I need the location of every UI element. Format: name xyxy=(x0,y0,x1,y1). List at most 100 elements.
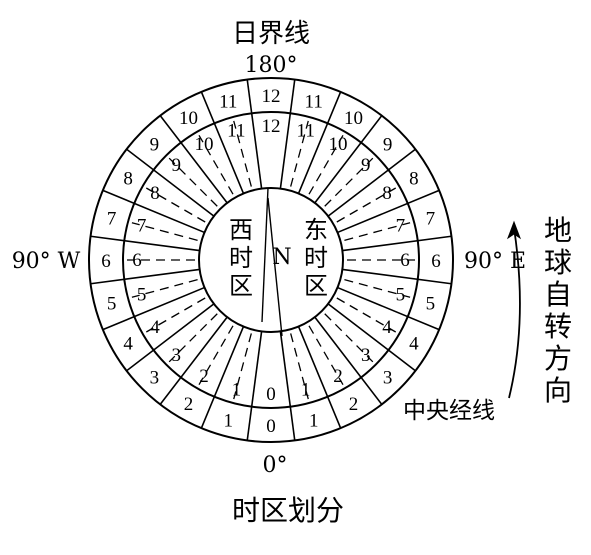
zone-boundary-line xyxy=(90,268,200,285)
central-meridian-dash xyxy=(308,325,344,386)
central-meridian-dash xyxy=(233,333,252,400)
outer-ring-number: 7 xyxy=(426,208,436,229)
inner-ring-number: 11 xyxy=(227,121,245,142)
outer-ring-number: 0 xyxy=(266,416,276,437)
zone-boundary-line xyxy=(337,286,440,331)
zone-boundary-line xyxy=(246,331,263,441)
zone-boundary-line xyxy=(200,91,245,194)
outer-ring-number: 4 xyxy=(409,334,419,355)
pole-label: N xyxy=(272,245,291,270)
rotation-char-4: 转 xyxy=(544,310,572,343)
zone-boundary-line xyxy=(314,316,383,405)
outer-ring-number: 12 xyxy=(262,86,281,107)
inner-ring-number: 8 xyxy=(150,183,160,204)
zone-boundary-line xyxy=(327,303,416,372)
inner-ring-number: 1 xyxy=(301,379,311,400)
outer-ring-number: 11 xyxy=(219,92,237,113)
outer-ring-number: 1 xyxy=(309,410,319,431)
rotation-char-6: 向 xyxy=(544,374,572,407)
central-meridian-dash xyxy=(145,297,206,333)
outer-ring-number: 1 xyxy=(224,410,234,431)
inner-ring-number: 6 xyxy=(400,250,410,271)
inner-ring-number: 4 xyxy=(150,317,160,338)
rotation-char-3: 自 xyxy=(544,278,572,311)
inner-ring-number: 5 xyxy=(396,285,406,306)
zone-boundary-line xyxy=(246,79,263,189)
outer-ring-number: 3 xyxy=(383,368,393,389)
central-meridian-dash xyxy=(198,325,234,386)
inner-ring-number: 3 xyxy=(361,345,371,366)
central-meridian-dash xyxy=(131,279,198,298)
zone-boundary-line xyxy=(159,316,228,405)
inner-ring-number: 2 xyxy=(199,366,209,387)
inner-ring-number: 6 xyxy=(132,250,142,271)
inner-ring-number: 1 xyxy=(232,379,242,400)
zone-boundary-line xyxy=(337,189,440,234)
outer-ring-number: 2 xyxy=(184,394,194,415)
outer-ring-number: 8 xyxy=(123,169,133,190)
zone-boundary-line xyxy=(297,326,342,429)
top-longitude-label: 180° xyxy=(245,53,298,78)
outer-ring-number: 4 xyxy=(123,334,133,355)
central-meridian-dash xyxy=(131,222,198,241)
central-meridian-dash xyxy=(145,187,206,223)
outer-ring-number: 9 xyxy=(383,134,393,155)
outer-ring-number: 9 xyxy=(150,134,160,155)
inner-ring-number: 12 xyxy=(262,116,281,137)
outer-ring-number: 5 xyxy=(107,294,117,315)
central-meridian-dash xyxy=(290,120,309,187)
central-meridians xyxy=(127,120,415,400)
zone-boundary-line xyxy=(90,235,200,252)
east-zone-char-1: 东 xyxy=(304,216,328,244)
east-zone-char-2: 时 xyxy=(304,244,328,272)
east-zone-char-3: 区 xyxy=(304,272,328,300)
inner-ring-number: 0 xyxy=(266,384,276,405)
outer-ring-number: 11 xyxy=(305,92,323,113)
outer-ring-number: 3 xyxy=(150,368,160,389)
central-meridian-dash xyxy=(324,157,374,207)
zone-boundary-line xyxy=(342,268,452,285)
west-zone-char-3: 区 xyxy=(229,272,253,300)
outer-ring-number: 8 xyxy=(409,169,419,190)
central-meridian-dash xyxy=(336,187,397,223)
date-line-label: 日界线 xyxy=(232,19,310,49)
inner-ring-number: 11 xyxy=(297,121,315,142)
diagram-title: 时区划分 xyxy=(232,494,344,527)
inner-ring-number: 9 xyxy=(171,155,181,176)
inner-ring-number: 4 xyxy=(382,317,392,338)
outer-ring-boundary xyxy=(88,77,454,443)
zone-boundary-line xyxy=(279,79,296,189)
outer-ring-number: 2 xyxy=(349,394,359,415)
date-line-spike xyxy=(261,187,269,323)
inner-ring-boundary xyxy=(198,187,344,333)
zone-boundary-line xyxy=(102,189,205,234)
west-zone-char-2: 时 xyxy=(229,244,253,272)
central-meridian-dash xyxy=(344,279,411,298)
central-meridian-dash xyxy=(168,157,218,207)
central-meridian-label: 中央经线 xyxy=(403,398,495,424)
outer-ring-number: 7 xyxy=(107,208,117,229)
zone-boundary-line xyxy=(297,91,342,194)
central-meridian-dash xyxy=(198,134,234,195)
west-longitude-label: 90° W xyxy=(12,249,81,274)
inner-ring-number: 9 xyxy=(361,155,371,176)
rotation-char-1: 地 xyxy=(544,214,572,247)
central-meridian-dash xyxy=(308,134,344,195)
inner-ring-number: 10 xyxy=(195,134,214,155)
rotation-arrow xyxy=(508,227,521,399)
rotation-arrow-head xyxy=(506,220,522,240)
outer-ring-number: 10 xyxy=(344,108,363,129)
central-meridian-dash xyxy=(168,313,218,363)
inner-ring-number: 5 xyxy=(137,285,147,306)
east-longitude-label: 90° E xyxy=(464,249,526,274)
zone-boundary-line xyxy=(126,303,215,372)
central-meridian-dash xyxy=(290,333,309,400)
zone-boundary-line xyxy=(200,326,245,429)
rotation-char-2: 球 xyxy=(544,246,572,279)
inner-ring-number: 7 xyxy=(137,215,147,236)
outer-ring-number: 5 xyxy=(426,294,436,315)
